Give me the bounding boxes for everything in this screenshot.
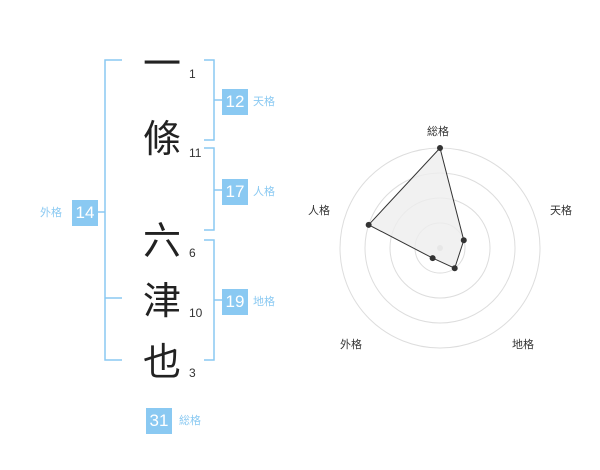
name-char-1: 一 xyxy=(142,42,181,86)
stroke-count-3: 6 xyxy=(189,246,196,260)
radar-axis-label-tenkaku: 天格 xyxy=(550,204,572,217)
chikaku-label: 地格 xyxy=(253,295,275,308)
radar-axis-label-jinkaku: 人格 xyxy=(308,204,330,217)
stroke-count-1: 1 xyxy=(189,67,196,81)
radar-value-polygon xyxy=(367,146,465,269)
radar-point-1 xyxy=(437,145,443,151)
radar-axis-label-chikaku: 地格 xyxy=(512,338,534,351)
gaikaku-label: 外格 xyxy=(40,206,62,219)
tenkaku-label: 天格 xyxy=(253,95,275,108)
stroke-count-4: 10 xyxy=(189,306,203,320)
radar-axis-label-gaikaku: 外格 xyxy=(340,338,362,351)
radar-axis-label-soukaku: 総格 xyxy=(427,125,449,138)
name-char-2: 條 xyxy=(142,117,181,161)
jinkaku-label: 人格 xyxy=(253,185,275,198)
radar-point-3 xyxy=(451,265,458,272)
fortune-radar-chart xyxy=(339,145,541,349)
name-char-3: 六 xyxy=(142,219,181,263)
radar-point-4 xyxy=(429,255,436,262)
soukaku-label: 総格 xyxy=(179,414,201,427)
soukaku-value: 31 xyxy=(146,408,172,434)
stroke-count-5: 3 xyxy=(189,366,196,380)
tenkaku-value: 12 xyxy=(222,89,248,115)
name-char-5: 也 xyxy=(142,340,181,384)
gaikaku-value: 14 xyxy=(72,200,98,226)
radar-points xyxy=(365,145,467,272)
stroke-count-2: 11 xyxy=(189,146,202,160)
name-char-4: 津 xyxy=(142,279,181,323)
radar-point-5 xyxy=(365,221,372,228)
chikaku-value: 19 xyxy=(222,289,248,315)
jinkaku-value: 17 xyxy=(222,179,248,205)
radar-point-2 xyxy=(460,237,467,244)
